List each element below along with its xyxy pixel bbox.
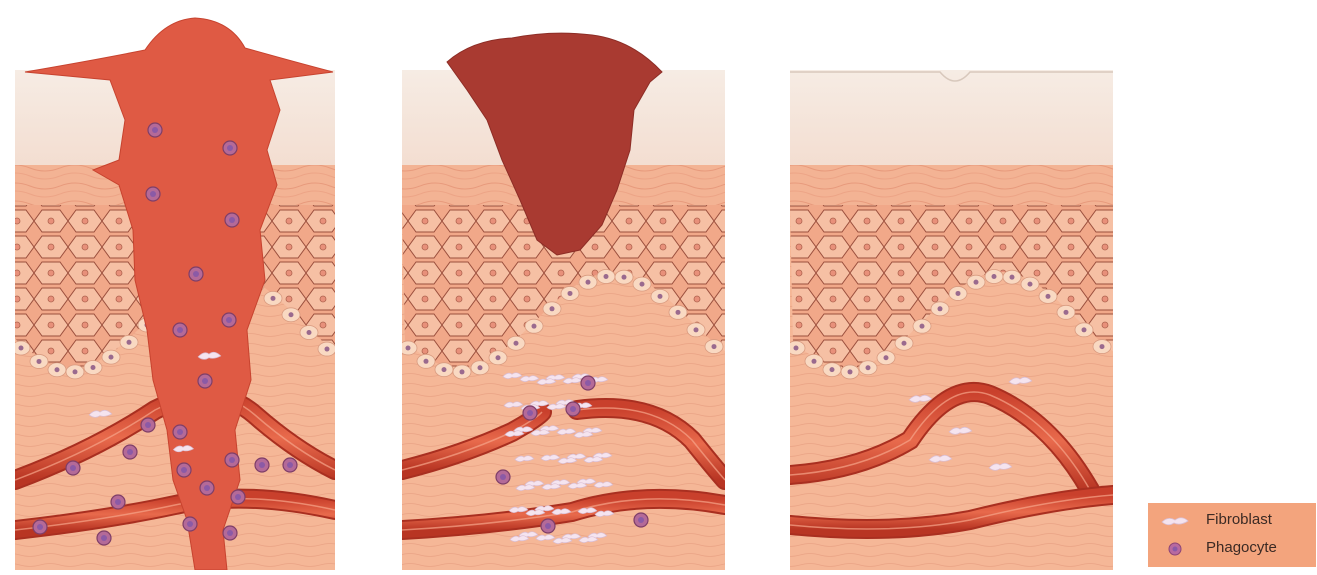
phagocyte-cell	[581, 376, 595, 390]
phagocyte-cell	[283, 458, 297, 472]
phagocyte-cell	[566, 402, 580, 416]
phagocyte-cell	[634, 513, 648, 527]
phagocyte-cell	[173, 323, 187, 337]
phagocyte-cell	[496, 470, 510, 484]
phagocyte-cell	[146, 187, 160, 201]
phagocyte-cell	[123, 445, 137, 459]
legend-item-phagocyte: Phagocyte	[1148, 535, 1316, 563]
legend-item-fibroblast: Fibroblast	[1148, 507, 1316, 535]
phagocyte-cell	[148, 123, 162, 137]
phagocyte-cell	[223, 526, 237, 540]
phagocyte-cell	[225, 213, 239, 227]
panel-2	[399, 33, 725, 570]
stratum-corneum	[790, 70, 1113, 170]
phagocyte-cell	[111, 495, 125, 509]
phagocyte-cell	[222, 313, 236, 327]
phagocyte-cell	[173, 425, 187, 439]
phagocyte-cell	[33, 520, 47, 534]
phagocyte-icon	[1160, 542, 1190, 556]
stratum-granulosum	[790, 165, 1113, 210]
phagocyte-cell	[225, 453, 239, 467]
fibroblast-icon	[1160, 514, 1190, 528]
legend-label-phagocyte: Phagocyte	[1206, 539, 1277, 556]
phagocyte-cell	[66, 461, 80, 475]
phagocyte-cell	[177, 463, 191, 477]
phagocyte-cell	[183, 517, 197, 531]
phagocyte-cell	[223, 141, 237, 155]
legend: Fibroblast Phagocyte	[1148, 503, 1316, 567]
phagocyte-cell	[523, 406, 537, 420]
phagocyte-cell	[189, 267, 203, 281]
phagocyte-cell	[200, 481, 214, 495]
phagocyte-cell	[231, 490, 245, 504]
panel-1	[12, 18, 336, 570]
phagocyte-cell	[541, 519, 555, 533]
legend-label-fibroblast: Fibroblast	[1206, 511, 1272, 528]
phagocyte-cell	[97, 531, 111, 545]
phagocyte-cell	[255, 458, 269, 472]
phagocyte-cell	[141, 418, 155, 432]
phagocyte-cell	[198, 374, 212, 388]
panel-3	[787, 70, 1113, 570]
